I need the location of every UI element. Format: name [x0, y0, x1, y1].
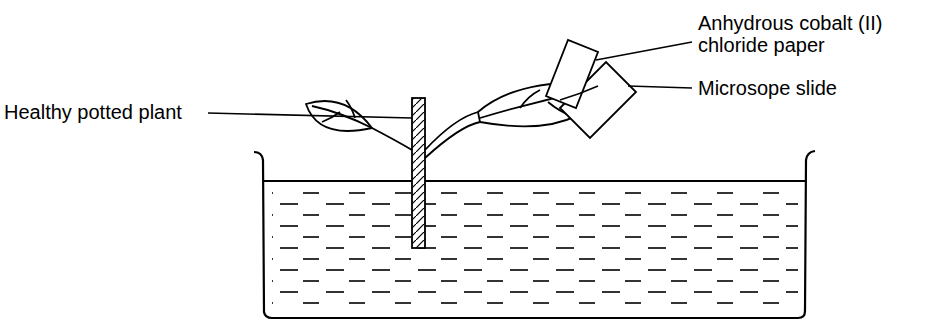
beaker: [254, 151, 815, 318]
leader-lines: [208, 42, 692, 118]
cobalt-chloride-paper: [546, 40, 598, 108]
left-leaf: [306, 100, 412, 150]
slide-label: Microsope slide: [698, 77, 930, 99]
paper-label: Anhydrous cobalt (II) chloride paper: [698, 12, 930, 56]
plant-label: Healthy potted plant: [4, 101, 234, 123]
water: [264, 181, 805, 308]
plant-stem: [412, 98, 425, 248]
